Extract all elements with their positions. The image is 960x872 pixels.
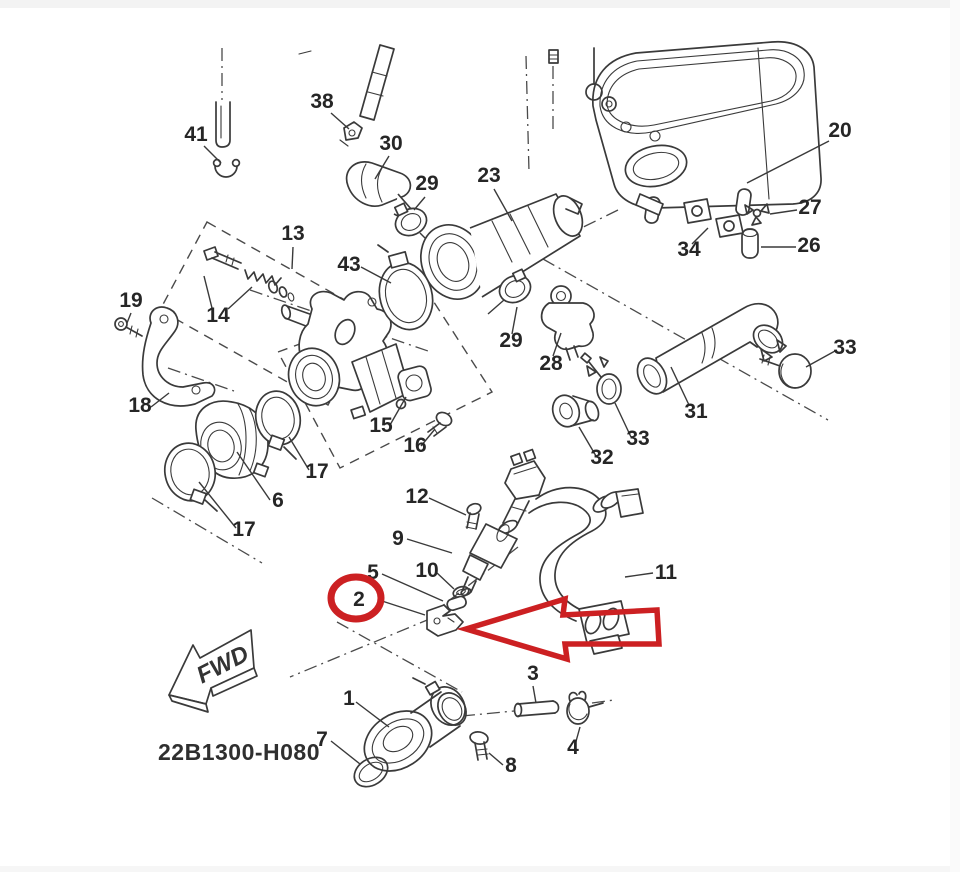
part-4-clamp — [566, 690, 604, 725]
highlight-circle — [327, 573, 385, 623]
part-label: 7 — [316, 728, 328, 751]
part-label: 19 — [119, 289, 142, 312]
part-label: 14 — [206, 304, 230, 327]
part-label: 28 — [539, 352, 563, 375]
part-33-clamp-right — [759, 339, 812, 389]
part-label: 29 — [499, 329, 522, 352]
part-3-hose — [513, 700, 560, 718]
part-label: 17 — [305, 460, 328, 483]
part-label: 27 — [798, 196, 821, 219]
part-throttle-body — [287, 290, 411, 420]
part-label: 12 — [405, 485, 428, 508]
part-label: 32 — [590, 446, 613, 469]
part-27-clip — [744, 203, 770, 226]
part-12-bolt — [465, 502, 482, 530]
part-29-clamp-mid — [487, 268, 532, 315]
part-labels: 41 38 30 29 23 20 27 26 34 13 43 14 19 2… — [119, 90, 856, 777]
part-28-sensor — [540, 285, 595, 361]
highlight-arrow — [456, 595, 662, 663]
part-label: 23 — [477, 164, 500, 187]
part-7-oring — [353, 756, 389, 788]
part-5-spacer — [446, 595, 467, 612]
page-edge-bottom — [0, 866, 960, 872]
diagram-code: 22B1300-H080 — [158, 739, 320, 765]
part-label: 16 — [403, 434, 426, 457]
part-31-hose — [636, 302, 784, 395]
part-20-airbox — [548, 40, 822, 224]
part-label: 34 — [677, 238, 701, 261]
part-label: 4 — [567, 736, 579, 759]
part-19-bolt — [114, 317, 143, 338]
part-label: 3 — [527, 662, 539, 685]
part-38-breather — [298, 44, 395, 147]
part-label: 9 — [392, 527, 404, 550]
page-edge-top — [0, 0, 960, 8]
part-41-clip — [212, 101, 241, 178]
part-label: 33 — [626, 427, 649, 450]
highlight-annotations — [327, 573, 662, 663]
part-43-clamp — [377, 244, 434, 331]
part-label: 15 — [369, 414, 393, 437]
fwd-arrow: FWD — [168, 629, 258, 713]
part-label: 26 — [797, 234, 820, 257]
part-17-clamp-upper — [254, 390, 302, 460]
part-2-joint — [426, 604, 464, 637]
leader-lines — [126, 112, 836, 766]
part-label: 10 — [415, 559, 438, 582]
part-16-bolt — [427, 411, 453, 437]
part-1-manifold — [363, 677, 467, 772]
part-label: 17 — [232, 518, 255, 541]
part-label: 8 — [505, 754, 517, 777]
part-9-injector — [460, 448, 546, 597]
part-label-highlighted: 2 — [353, 588, 365, 611]
part-label: 29 — [415, 172, 438, 195]
part-label: 41 — [184, 123, 208, 146]
part-label: 11 — [655, 561, 678, 584]
part-8-bolt — [469, 731, 489, 761]
part-26-cap — [741, 228, 759, 259]
part-23-duct — [420, 193, 584, 300]
assembly-box-13 — [159, 221, 376, 406]
page-edge-right — [950, 0, 960, 872]
part-14-pipe-parts — [203, 246, 295, 302]
part-label: 13 — [281, 222, 304, 245]
part-label: 31 — [684, 400, 708, 423]
part-label: 6 — [272, 489, 284, 512]
part-label: 1 — [343, 687, 355, 710]
part-11-fuel-hose — [528, 486, 644, 655]
part-32-grommet — [551, 394, 600, 428]
part-34-nuts — [683, 198, 744, 238]
part-15-sensor — [395, 365, 432, 410]
part-18-bracket — [141, 306, 216, 407]
part-33-clamp-mid — [580, 352, 622, 405]
part-label: 38 — [310, 90, 334, 113]
part-label: 33 — [833, 336, 856, 359]
part-label: 18 — [128, 394, 152, 417]
part-label: 30 — [379, 132, 402, 155]
part-label: 43 — [337, 253, 360, 276]
part-label: 20 — [828, 119, 851, 142]
